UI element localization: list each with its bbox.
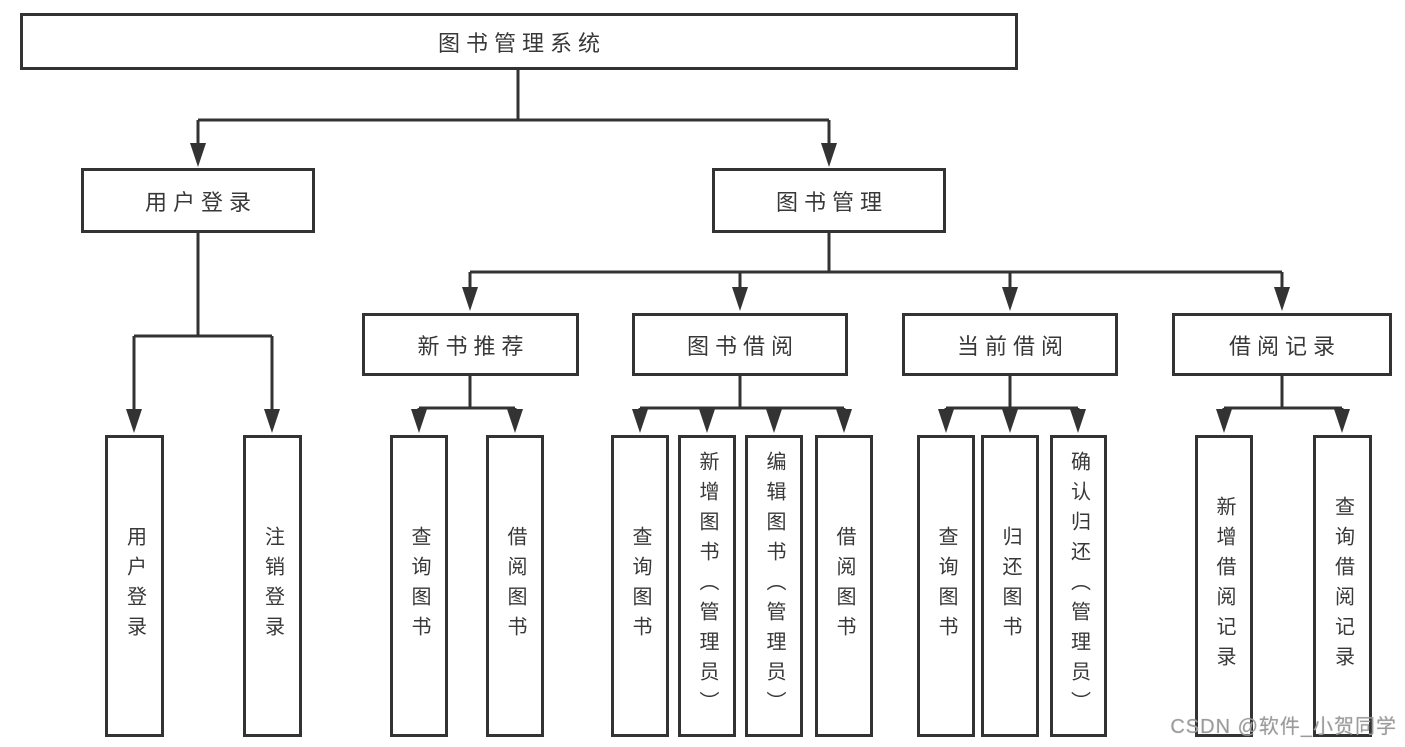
node-current-borrow: 当前借阅 (902, 313, 1118, 376)
leaf-borrow-edit-books-admin: 编辑图书（管理员） (745, 435, 803, 737)
edge-current-borrow-to-leaves (944, 376, 1080, 413)
edge-records-to-leaves (1222, 376, 1344, 413)
arrowhead (821, 143, 837, 167)
arrowhead (1002, 409, 1018, 433)
csdn-watermark: CSDN @软件_小贺同学 (1170, 716, 1397, 738)
leaf-user-login: 用户登录 (105, 435, 164, 737)
arrowhead (1002, 287, 1018, 311)
leaf-logout: 注销登录 (243, 435, 302, 737)
leaf-recommend-borrow-books: 借阅图书 (486, 435, 544, 737)
node-book-borrow: 图书借阅 (632, 313, 848, 376)
arrowhead (1216, 409, 1232, 433)
leaf-records-query-record: 查询借阅记录 (1313, 435, 1372, 737)
arrowhead (190, 143, 206, 167)
arrowhead (699, 409, 715, 433)
arrowhead (766, 409, 782, 433)
leaf-borrow-add-books-admin: 新增图书（管理员） (678, 435, 736, 737)
leaf-current-return-books: 归还图书 (981, 435, 1039, 737)
edge-book-borrow-to-leaves (638, 376, 846, 413)
arrowheads (126, 143, 1350, 433)
node-book-management: 图书管理 (712, 168, 946, 233)
edge-user-login-to-leaves (132, 233, 274, 413)
arrowhead (732, 287, 748, 311)
node-borrow-records: 借阅记录 (1172, 313, 1392, 376)
leaf-recommend-query-books: 查询图书 (390, 435, 448, 737)
node-user-login: 用户登录 (81, 168, 315, 233)
arrowhead (264, 409, 280, 433)
leaf-borrow-query-books: 查询图书 (611, 435, 669, 737)
leaf-records-add-record: 新增借阅记录 (1195, 435, 1253, 737)
arrowhead (462, 287, 478, 311)
arrowhead (411, 409, 427, 433)
arrowhead (126, 409, 142, 433)
edge-root-to-level2 (196, 69, 831, 147)
arrowhead (507, 409, 523, 433)
leaf-borrow-borrow-books: 借阅图书 (815, 435, 873, 737)
edge-new-rec-to-leaves (417, 376, 517, 413)
edge-book-mgmt-to-level3 (468, 233, 1284, 291)
leaf-current-confirm-return-admin: 确认归还（管理员） (1050, 435, 1107, 737)
arrowhead (632, 409, 648, 433)
arrowhead (836, 409, 852, 433)
arrowhead (938, 409, 954, 433)
node-new-book-recommend: 新书推荐 (362, 313, 579, 376)
arrowhead (1334, 409, 1350, 433)
leaf-current-query-books: 查询图书 (917, 435, 975, 737)
arrowhead (1274, 287, 1290, 311)
arrowhead (1070, 409, 1086, 433)
node-library-system: 图书管理系统 (20, 13, 1018, 70)
